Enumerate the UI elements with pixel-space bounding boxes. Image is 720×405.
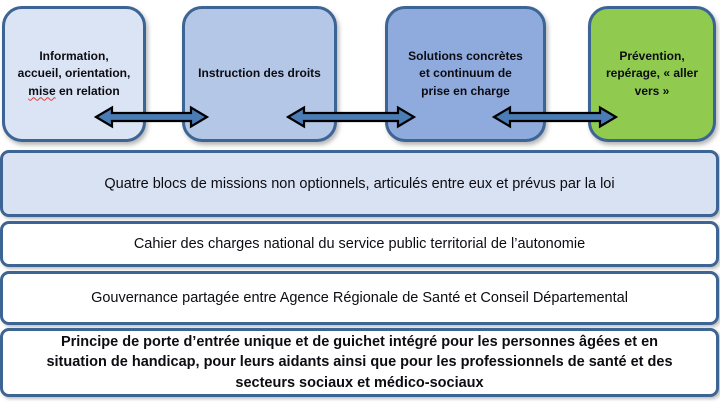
mission-box-information-line2: accueil, orientation, [17, 66, 131, 81]
mission-box-instruction-label: Instruction des droits [194, 65, 325, 82]
band-cahier-des-charges: Cahier des charges national du service p… [0, 221, 719, 267]
mission-box-information-line1: Information, [39, 48, 109, 63]
double-arrow-icon-1 [93, 105, 210, 129]
mission-box-solutions-line3: prise en charge [421, 83, 510, 98]
band-gouvernance-partagee-text: Gouvernance partagée entre Agence Région… [91, 290, 628, 306]
mission-box-instruction-line1: Instruction des droits [198, 66, 321, 81]
mission-box-information-line3-rest: en relation [55, 83, 120, 98]
mission-box-solutions-line1: Solutions concrètes [408, 48, 523, 63]
mission-box-prevention-line1: Prévention, [619, 48, 685, 63]
mission-box-prevention-line3: vers » [634, 83, 670, 98]
mission-box-prevention-line2: repérage, « aller [605, 66, 699, 81]
band-quatre-blocs: Quatre blocs de missions non optionnels,… [0, 150, 719, 217]
band-principe-line1: Principe de porte d’entrée unique et de … [60, 333, 659, 350]
mission-box-solutions-concretes: Solutions concrètes et continuum de pris… [385, 6, 546, 142]
mission-box-information-line3-word: mise [28, 83, 56, 98]
mission-box-solutions-label: Solutions concrètes et continuum de pris… [404, 48, 527, 100]
mission-box-information-label: Information, accueil, orientation, mise … [14, 48, 135, 100]
mission-box-information-accueil: Information, accueil, orientation, mise … [2, 6, 146, 142]
band-quatre-blocs-text: Quatre blocs de missions non optionnels,… [104, 175, 615, 192]
band-gouvernance-partagee: Gouvernance partagée entre Agence Région… [0, 271, 719, 325]
mission-box-prevention-label: Prévention, repérage, « aller vers » [602, 48, 702, 100]
double-arrow-icon-2 [285, 105, 417, 129]
band-cahier-des-charges-text: Cahier des charges national du service p… [133, 236, 586, 252]
band-principe-line3: secteurs sociaux et médico-sociaux [235, 374, 484, 391]
mission-box-solutions-line2: et continuum de [419, 66, 512, 81]
band-principe-porte-entree: Principe de porte d’entrée unique et de … [0, 328, 719, 397]
double-arrow-icon-3 [491, 105, 619, 129]
band-principe-line2: situation de handicap, pour leurs aidant… [46, 354, 673, 371]
